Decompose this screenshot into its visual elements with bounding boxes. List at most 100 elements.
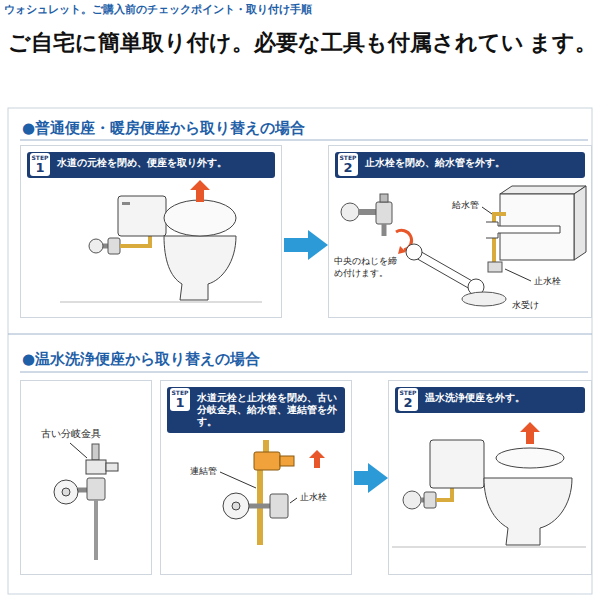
section-frame bbox=[20, 372, 588, 373]
section-frame bbox=[8, 108, 592, 594]
fitting-illustration bbox=[92, 444, 99, 460]
step-number: 2 bbox=[338, 161, 358, 175]
valve-illustration bbox=[341, 203, 359, 221]
flow-arrow bbox=[354, 471, 376, 485]
section-frame bbox=[8, 108, 592, 594]
washlet-removal-illustration bbox=[436, 488, 452, 500]
part-label: 連結管 bbox=[190, 466, 217, 478]
toilet-illustration bbox=[118, 196, 166, 236]
tank-illustration bbox=[462, 186, 586, 306]
fitting-illustration bbox=[86, 460, 106, 474]
washlet-removal-illustration bbox=[403, 491, 421, 509]
wrench-illustration bbox=[414, 250, 474, 289]
step-number: 1 bbox=[30, 161, 50, 175]
fitting-illustration bbox=[62, 488, 70, 496]
site-heading: ウォシュレット。ご購入前のチェックポイント・取り付け手順 bbox=[4, 3, 312, 17]
fitting-removal-illustration bbox=[263, 440, 269, 452]
part-label: 水受け bbox=[512, 300, 539, 312]
tank-illustration bbox=[486, 222, 560, 238]
fitting-illustration bbox=[54, 443, 118, 560]
part-label: 止水栓 bbox=[300, 492, 327, 504]
fitting-illustration bbox=[106, 463, 118, 471]
step-badge: STEP2 bbox=[398, 388, 418, 411]
washlet-removal-illustration bbox=[496, 448, 564, 468]
step-word: STEP bbox=[170, 389, 190, 396]
toilet-illustration bbox=[60, 180, 262, 302]
fitting-illustration bbox=[94, 500, 98, 560]
fitting-removal-illustration bbox=[232, 502, 240, 510]
washlet-removal-illustration bbox=[424, 492, 436, 508]
valve-illustration bbox=[382, 224, 387, 236]
step-badge: STEP2 bbox=[338, 153, 358, 176]
toilet-illustration bbox=[108, 238, 120, 254]
section-frame bbox=[20, 140, 588, 141]
tank-illustration bbox=[462, 292, 506, 306]
step-badge: STEP1 bbox=[30, 153, 50, 176]
washlet-removal-illustration bbox=[392, 422, 586, 547]
step-banner: 止水栓を閉め、給水管を外す。 bbox=[335, 152, 585, 178]
washlet-removal-illustration bbox=[484, 478, 572, 545]
fitting-removal-illustration bbox=[280, 456, 294, 466]
fitting-removal-illustration bbox=[220, 472, 256, 488]
part-label: 給水管 bbox=[452, 200, 479, 212]
step-panel: 止水栓を閉め、給水管を外す。 STEP2 bbox=[328, 145, 592, 318]
fitting-removal-illustration bbox=[290, 498, 297, 503]
section-frame bbox=[8, 334, 592, 335]
section-heading: ●普通便座・暖房便座から取り替えの場合 bbox=[22, 119, 305, 139]
section-heading: ●温水洗浄便座から取り替えの場合 bbox=[22, 350, 260, 370]
fitting-illustration bbox=[87, 478, 105, 500]
toilet-illustration bbox=[190, 180, 210, 202]
step-instruction: 水道元栓と止水栓を閉め、古い分岐金具、給水管、連結管を外す。 bbox=[197, 392, 339, 428]
valve-illustration bbox=[341, 194, 412, 254]
toilet-illustration bbox=[164, 200, 236, 236]
step-word: STEP bbox=[338, 154, 358, 161]
page-title: ご自宅に簡単取り付け。必要な工具も付属されてい ます。 bbox=[8, 28, 597, 57]
fitting-removal-illustration bbox=[223, 493, 249, 519]
fitting-removal-illustration bbox=[309, 450, 325, 468]
washlet-removal-illustration bbox=[520, 422, 540, 444]
step-number: 2 bbox=[398, 396, 418, 410]
fitting-illustration bbox=[54, 480, 78, 504]
step-banner: 温水洗浄便座を外す。 bbox=[395, 387, 585, 413]
part-label: 止水栓 bbox=[534, 276, 561, 288]
wrench-illustration bbox=[406, 244, 484, 295]
toilet-illustration bbox=[164, 236, 236, 300]
valve-illustration bbox=[376, 202, 392, 224]
picture-panel: 古い分岐金具 bbox=[20, 380, 152, 575]
tank-illustration bbox=[500, 186, 586, 194]
step-panel: 水道元栓と止水栓を閉め、古い分岐金具、給水管、連結管を外す。 STEP1 bbox=[160, 380, 352, 575]
step-word: STEP bbox=[30, 154, 50, 161]
part-label: 古い分岐金具 bbox=[41, 427, 101, 441]
step-word: STEP bbox=[398, 389, 418, 396]
toilet-illustration bbox=[60, 302, 262, 303]
valve-illustration bbox=[358, 209, 378, 215]
step-banner: 水道元栓と止水栓を閉め、古い分岐金具、給水管、連結管を外す。 bbox=[167, 387, 345, 433]
step-number: 1 bbox=[170, 396, 190, 410]
toilet-illustration bbox=[122, 202, 130, 205]
fitting-removal-illustration bbox=[249, 504, 270, 509]
wrench-illustration bbox=[406, 244, 422, 260]
washlet-removal-illustration bbox=[430, 440, 484, 488]
tank-illustration bbox=[482, 207, 492, 214]
fitting-removal-illustration bbox=[270, 494, 288, 518]
step-instruction: 止水栓を閉め、給水管を外す。 bbox=[365, 157, 579, 170]
note-label: 中央のねじを締め付けます。 bbox=[334, 256, 398, 279]
step-panel: 水道の元栓を閉め、便座を取り外す。 STEP1 bbox=[20, 145, 282, 318]
tank-illustration bbox=[488, 262, 502, 272]
tank-illustration bbox=[505, 269, 531, 281]
step-banner: 水道の元栓を閉め、便座を取り外す。 bbox=[27, 152, 275, 178]
step-instruction: 水道の元栓を閉め、便座を取り外す。 bbox=[57, 157, 269, 170]
fitting-removal-illustration bbox=[254, 452, 280, 470]
toilet-illustration bbox=[89, 239, 103, 253]
valve-illustration bbox=[398, 246, 406, 254]
step-instruction: 温水洗浄便座を外す。 bbox=[425, 392, 579, 405]
toilet-illustration bbox=[120, 236, 150, 246]
step-badge: STEP1 bbox=[170, 388, 190, 411]
flow-arrow bbox=[284, 238, 316, 252]
tank-illustration bbox=[574, 186, 586, 260]
